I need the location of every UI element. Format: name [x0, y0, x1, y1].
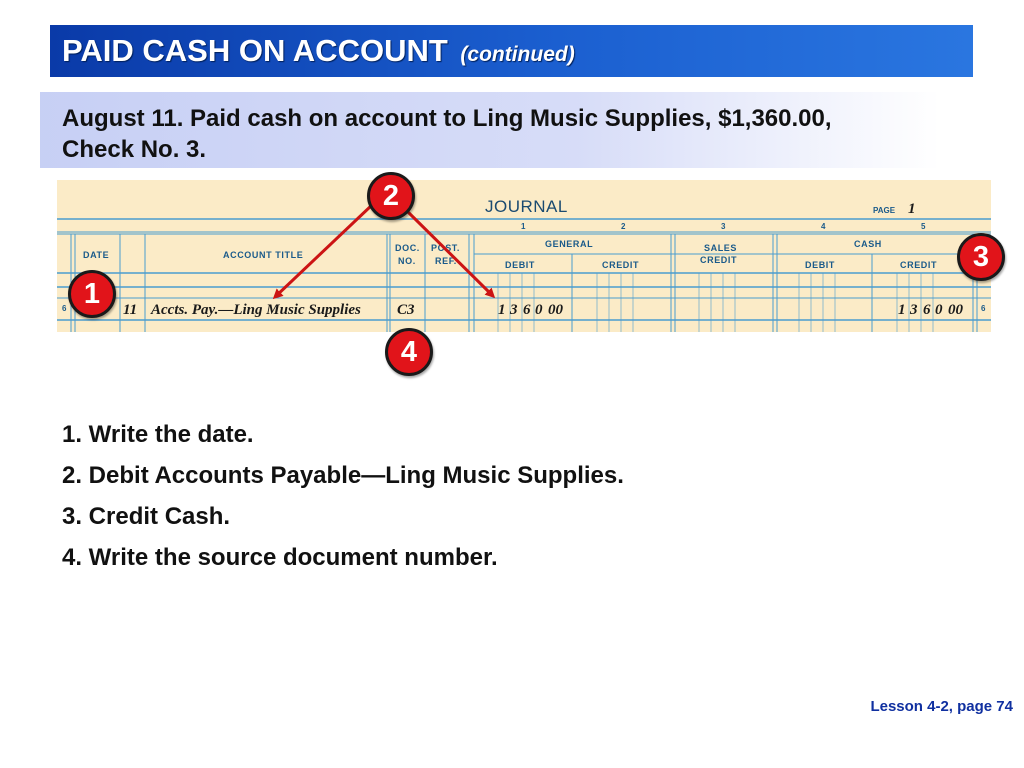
col-number-4: 4	[821, 222, 826, 231]
col-number-2: 2	[621, 222, 626, 231]
line-number-left: 6	[62, 304, 67, 313]
step-badge-2: 2	[367, 172, 415, 220]
header-date: DATE	[83, 250, 109, 260]
col-number-1: 1	[521, 222, 526, 231]
header-no: NO.	[398, 256, 416, 266]
header-general-credit: CREDIT	[602, 260, 639, 270]
journal-form: JOURNAL PAGE 1 1 2 3 4 5 DATE ACCOUNT TI…	[57, 180, 991, 332]
cash-credit-digit: 3	[909, 302, 918, 318]
step-badge-3: 3	[957, 233, 1005, 281]
arrow-to-debit	[406, 210, 496, 299]
page-label: PAGE	[873, 206, 896, 215]
cash-credit-digit: 6	[923, 302, 931, 318]
header-general: GENERAL	[545, 239, 593, 249]
step-2: 2. Debit Accounts Payable—Ling Music Sup…	[62, 462, 624, 489]
arrow-to-account	[272, 203, 374, 300]
entry-account: Accts. Pay.—Ling Music Supplies	[150, 302, 361, 318]
entry-date: 11	[123, 302, 137, 318]
cash-credit-cents: 00	[948, 302, 964, 318]
journal-paper	[57, 180, 991, 332]
general-debit-digit: 1	[498, 302, 506, 318]
step-1: 1. Write the date.	[62, 421, 254, 448]
header-sales-credit: CREDIT	[700, 255, 737, 265]
step-3: 3. Credit Cash.	[62, 503, 231, 530]
cash-credit-digit: 0	[935, 302, 943, 318]
lesson-reference: Lesson 4-2, page 74	[870, 698, 1013, 715]
step-list: 1. Write the date. 2. Debit Accounts Pay…	[62, 420, 962, 584]
entry-cash-credit: 1 3 6 0 00	[898, 302, 964, 318]
header-doc: DOC.	[395, 243, 420, 253]
journal-grid	[70, 234, 978, 332]
title-main: PAID CASH ON ACCOUNT	[62, 33, 448, 68]
headline-band	[40, 92, 940, 168]
general-debit-digit: 3	[509, 302, 518, 318]
header-cash: CASH	[854, 239, 882, 249]
header-cash-debit: DEBIT	[805, 260, 835, 270]
slide-title: PAID CASH ON ACCOUNT (continued)	[62, 34, 575, 72]
general-debit-digit: 0	[535, 302, 543, 318]
general-debit-cents: 00	[548, 302, 564, 318]
header-account-title: ACCOUNT TITLE	[223, 250, 303, 260]
header-cash-credit: CREDIT	[900, 260, 937, 270]
step-badge-1: 1	[68, 270, 116, 318]
header-sales: SALES	[704, 243, 737, 253]
general-debit-digit: 6	[523, 302, 531, 318]
entry-doc-no: C3	[397, 302, 415, 318]
step-badge-4: 4	[385, 328, 433, 376]
journal-drawing: JOURNAL PAGE 1 1 2 3 4 5 DATE ACCOUNT TI…	[57, 180, 991, 332]
transaction-text: August 11. Paid cash on account to Ling …	[62, 105, 832, 163]
cash-credit-digit: 1	[898, 302, 906, 318]
col-number-3: 3	[721, 222, 726, 231]
journal-title: JOURNAL	[485, 197, 568, 216]
title-sub: (continued)	[460, 43, 575, 66]
line-number-right: 6	[981, 304, 986, 313]
header-ref: REF.	[435, 256, 457, 266]
page-number: 1	[908, 201, 916, 217]
title-bar: PAID CASH ON ACCOUNT (continued)	[50, 25, 973, 77]
col-number-5: 5	[921, 222, 926, 231]
entry-general-debit: 1 3 6 0 00	[498, 302, 564, 318]
header-general-debit: DEBIT	[505, 260, 535, 270]
step-4: 4. Write the source document number.	[62, 544, 498, 571]
